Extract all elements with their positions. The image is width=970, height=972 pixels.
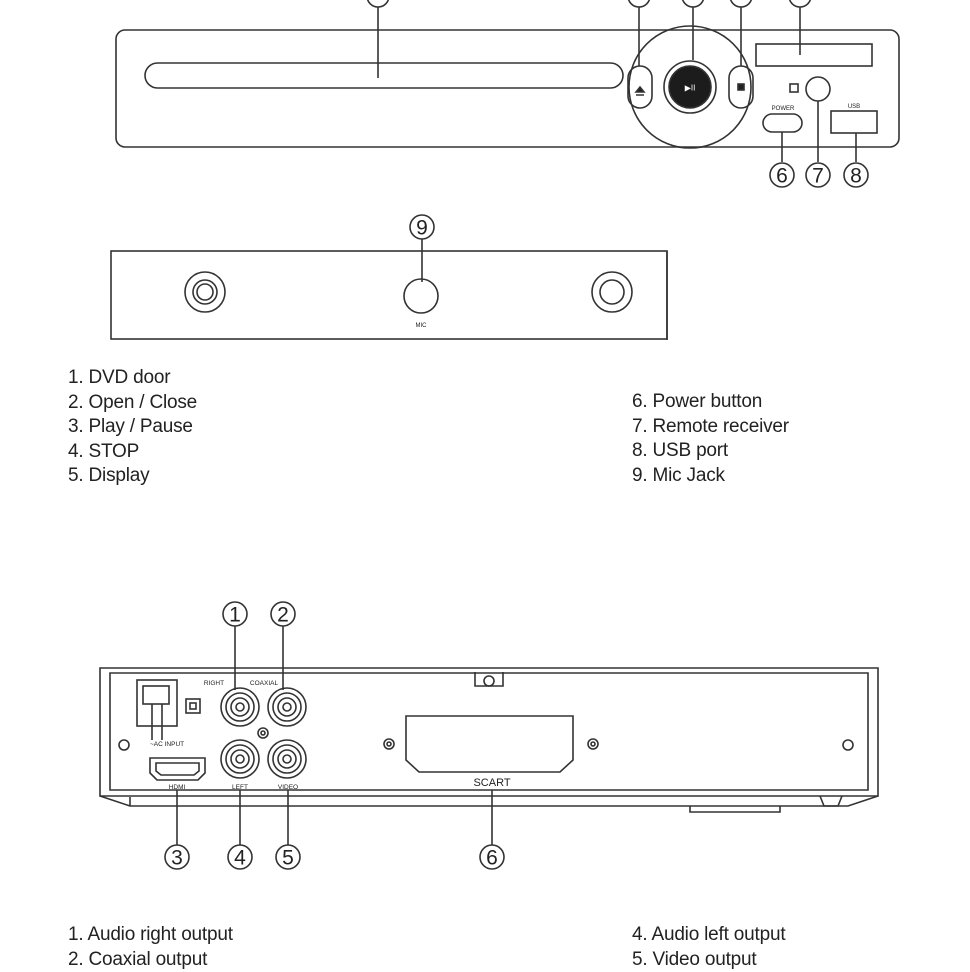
front-panel: ▶II POWER USB: [116, 0, 899, 188]
legend-item: 1. DVD door: [68, 366, 197, 391]
front-legend-right: 6. Power button 7. Remote receiver 8. US…: [632, 390, 789, 488]
rear-panel: 1 2 ~AC INPUT HDMI: [100, 602, 878, 870]
rear-legend-right: 4. Audio left output 5. Video output: [632, 923, 785, 972]
coaxial-label: COAXIAL: [250, 680, 279, 687]
front-callout-3: [682, 0, 704, 7]
video-label: VIDEO: [278, 784, 298, 791]
rca-left: [221, 740, 259, 778]
eject-icon: [636, 87, 644, 95]
callout-1-rear: 1: [229, 604, 241, 627]
legend-item: 1. Audio right output: [68, 923, 233, 948]
ground-screw: [258, 728, 268, 738]
top-screw: [484, 676, 494, 686]
power-cable: [152, 704, 162, 740]
scart-screw-left: [384, 739, 394, 749]
legend-item: 7. Remote receiver: [632, 415, 789, 440]
callout-6-rear: 6: [486, 847, 498, 870]
front-callout-5: [789, 0, 811, 7]
callout-9-side: 9: [416, 217, 428, 240]
callout-6-front: 6: [776, 165, 788, 188]
side-knob-left: [185, 272, 225, 312]
legend-item: 6. Power button: [632, 390, 789, 415]
front-callout-1: [367, 0, 389, 7]
callout-2-rear: 2: [277, 604, 289, 627]
remote-sensor-mark: [790, 84, 798, 92]
scart-label: SCART: [473, 777, 510, 789]
callout-3-rear: 3: [171, 847, 183, 870]
legend-item: 5. Video output: [632, 948, 785, 972]
front-legend-left: 1. DVD door 2. Open / Close 3. Play / Pa…: [68, 366, 197, 489]
rca-right: [221, 688, 259, 726]
right-label: RIGHT: [204, 680, 224, 687]
legend-item: 2. Open / Close: [68, 391, 197, 416]
legend-item: 2. Coaxial output: [68, 948, 233, 972]
side-panel: 9 MIC: [111, 215, 667, 340]
front-callout-4: [730, 0, 752, 7]
scart-connector: [406, 716, 573, 772]
legend-item: 8. USB port: [632, 439, 789, 464]
legend-item: 5. Display: [68, 464, 197, 489]
side-screw-right: [843, 740, 853, 750]
callout-4-rear: 4: [234, 847, 246, 870]
legend-item: 4. Audio left output: [632, 923, 785, 948]
legend-item: 9. Mic Jack: [632, 464, 789, 489]
mic-label: MIC: [416, 323, 428, 329]
callout-8-front: 8: [850, 165, 862, 188]
usb-port: [831, 111, 877, 133]
power-label: POWER: [772, 106, 795, 112]
usb-label: USB: [848, 104, 860, 110]
power-button: [763, 114, 802, 132]
ac-input-label: ~AC INPUT: [150, 741, 184, 748]
hdmi-label: HDMI: [169, 784, 186, 791]
stop-icon: [738, 84, 744, 90]
rca-video: [268, 740, 306, 778]
front-callout-2: [628, 0, 650, 7]
side-knob-right: [592, 272, 632, 312]
callout-7-front: 7: [812, 165, 824, 188]
rear-legend-left: 1. Audio right output 2. Coaxial output: [68, 923, 233, 972]
display-window: [756, 44, 872, 66]
dvd-door-slot: [145, 63, 623, 88]
rca-coaxial: [268, 688, 306, 726]
side-screw-left: [119, 740, 129, 750]
mic-jack: [404, 279, 438, 313]
remote-receiver: [806, 77, 830, 101]
left-label: LEFT: [232, 784, 248, 791]
hdmi-port: [150, 758, 205, 780]
play-pause-glyph: ▶II: [685, 84, 696, 93]
scart-screw-right: [588, 739, 598, 749]
callout-5-rear: 5: [282, 847, 294, 870]
side-panel-outline: [111, 251, 667, 339]
legend-item: 3. Play / Pause: [68, 415, 197, 440]
legend-item: 4. STOP: [68, 440, 197, 465]
